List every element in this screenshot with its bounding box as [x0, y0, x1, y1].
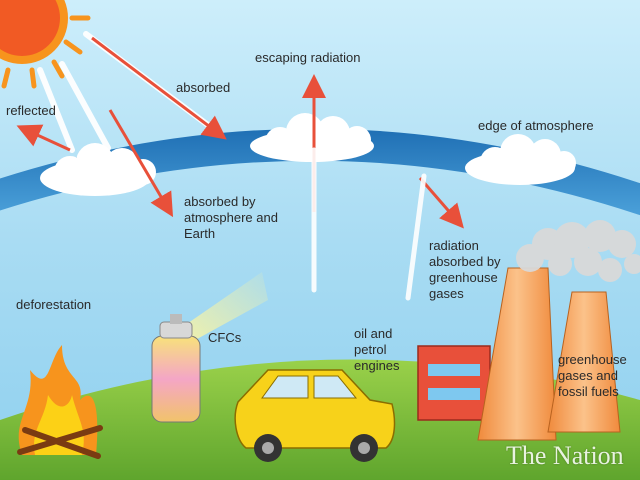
label-escaping-radiation: escaping radiation: [255, 50, 361, 65]
chimney-icon: [477, 267, 621, 441]
sun-icon: [0, 0, 91, 89]
label-oil-petrol: oil and petrol engines: [354, 326, 400, 373]
reflected-arrow: [16, 124, 71, 152]
label-edge-of-atmosphere: edge of atmosphere: [478, 118, 594, 133]
outgoing-beams: [311, 147, 427, 301]
label-deforestation: deforestation: [16, 297, 92, 312]
absorbed-arrow: [91, 36, 227, 140]
car-icon: [234, 369, 396, 462]
label-radiation-absorbed: radiation absorbed by greenhouse gases: [429, 238, 501, 301]
label-reflected: reflected: [6, 103, 56, 118]
label-greenhouse-gases: greenhouse gases and fossil fuels: [558, 352, 627, 399]
smoke-icon: [516, 220, 640, 282]
watermark-logo: The Nation: [506, 441, 624, 470]
atmosphere-band: [0, 128, 640, 216]
spray-can-icon: [151, 272, 268, 423]
cloud-right: [465, 134, 576, 185]
label-absorbed-by-atmosphere: absorbed by atmosphere and Earth: [184, 194, 278, 241]
label-cfcs: CFCs: [208, 330, 242, 345]
label-absorbed: absorbed: [176, 80, 231, 95]
greenhouse-absorbed-arrow: [418, 177, 464, 229]
fire-icon: [17, 345, 103, 459]
absorbed-earth-arrow: [108, 109, 174, 218]
factory-icon: [417, 345, 491, 421]
